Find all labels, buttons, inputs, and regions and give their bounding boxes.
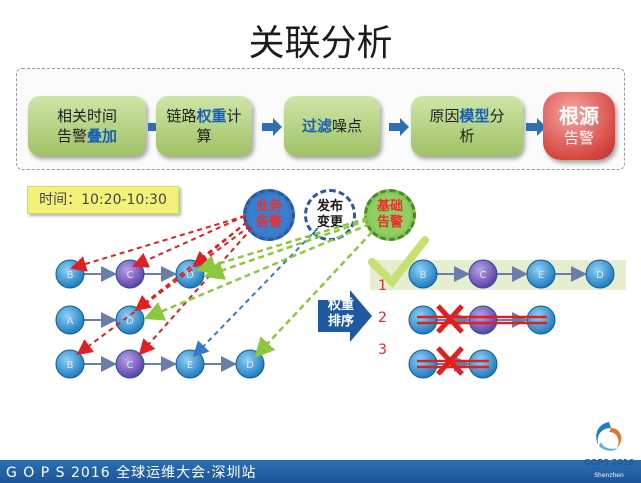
- step-text: 相关时间: [56, 107, 117, 125]
- node-label: C: [127, 270, 134, 281]
- step-filter-noise: 过滤噪点: [284, 96, 380, 156]
- topology-node: [408, 259, 438, 289]
- rank-3: 3: [378, 342, 387, 358]
- step-text: 链路: [166, 107, 197, 125]
- node-label: A: [67, 316, 74, 327]
- check-icon: [368, 236, 429, 289]
- badge-text: 变更: [316, 215, 343, 230]
- footer-bar: [0, 460, 641, 483]
- correlation-line-blue: [192, 227, 319, 358]
- flow-arrow-icon: [389, 118, 409, 136]
- step-highlight: 过滤: [301, 117, 332, 135]
- step-cause-model: 原因模型分 析: [411, 96, 523, 156]
- topology-node: [585, 259, 615, 289]
- step-text: 告警: [56, 127, 87, 145]
- step-highlight: 权重: [196, 107, 227, 125]
- correlation-line-red: [76, 225, 251, 356]
- correlation-line-red: [70, 215, 246, 272]
- rank-arrow-text: 权重: [327, 298, 354, 313]
- logo-text: GOPS 2016: [583, 458, 635, 467]
- node-label: C: [127, 360, 134, 371]
- topology-node: [468, 305, 498, 335]
- root-line2: 告警: [563, 129, 594, 147]
- step-text: 原因: [429, 107, 460, 125]
- step-text: 噪点: [332, 117, 363, 135]
- topology-node: [526, 259, 556, 289]
- rank-2: 2: [378, 310, 387, 326]
- time-range-label: 时间：10:20-10:30: [27, 186, 179, 214]
- topology-node: [408, 305, 438, 335]
- correlation-line-red: [138, 227, 253, 356]
- slide-title: 关联分析: [248, 23, 393, 64]
- node-label: B: [420, 270, 427, 281]
- infra-alarm-badge: 基础告警: [364, 189, 416, 241]
- step-text: 计: [226, 107, 242, 125]
- topology-node: [468, 259, 498, 289]
- topology-node: [55, 349, 85, 379]
- cross-icon: [436, 346, 464, 376]
- step-highlight: 叠加: [87, 127, 118, 145]
- node-label: B: [67, 270, 74, 281]
- correlation-line-red: [132, 215, 246, 268]
- node-label: D: [246, 360, 254, 371]
- correlation-line-red: [134, 221, 248, 312]
- rank-arrow-text: 排序: [327, 314, 354, 329]
- node-label: E: [187, 360, 193, 371]
- topology-node: [526, 305, 556, 335]
- node-label: D: [126, 316, 134, 327]
- flow-arrow-icon: [526, 118, 546, 136]
- step-time-overlay: 相关时间 告警叠加: [28, 96, 146, 156]
- badge-text: 告警: [255, 215, 282, 230]
- root-cause-alarm: 根源 告警: [543, 92, 615, 160]
- topology-node: [55, 305, 85, 335]
- step-text: 分: [489, 107, 505, 125]
- badge-text: 告警: [376, 215, 403, 230]
- step-text: 析: [459, 127, 475, 145]
- flow-arrow-icon: [262, 118, 282, 136]
- badge-text: 基础: [376, 199, 403, 214]
- footer-text: G O P S 2016 全球运维大会·深圳站: [6, 465, 257, 481]
- topology-node: [468, 349, 498, 379]
- node-label: C: [480, 270, 487, 281]
- correlation-line-green: [143, 222, 371, 321]
- rank-arrow-label: 权重排序: [321, 298, 361, 330]
- step-text: 算: [196, 127, 212, 145]
- node-label: B: [67, 360, 74, 371]
- step-highlight: 模型: [459, 107, 490, 125]
- gops-logo-icon: [596, 422, 622, 451]
- root-line1: 根源: [559, 104, 599, 128]
- node-label: E: [538, 270, 544, 281]
- node-label: D: [186, 270, 194, 281]
- gops-logo: GOPS 2016 Shenzhen: [580, 418, 638, 482]
- correlation-line-green: [203, 218, 369, 280]
- business-alarm-badge: 业务告警: [243, 189, 295, 241]
- rank-1: 1: [378, 278, 387, 294]
- logo-sub: Shenzhen: [594, 472, 624, 479]
- cross-icon: [436, 304, 464, 334]
- topology-node: [408, 349, 438, 379]
- badge-text: 业务: [255, 199, 282, 214]
- correlation-line-green: [254, 231, 373, 358]
- node-label: D: [596, 270, 604, 281]
- rank-arrow: [318, 290, 372, 342]
- step-link-weight: 链路权重计 算: [156, 96, 252, 156]
- topology-node: [115, 349, 145, 379]
- badge-text: 发布: [316, 199, 343, 214]
